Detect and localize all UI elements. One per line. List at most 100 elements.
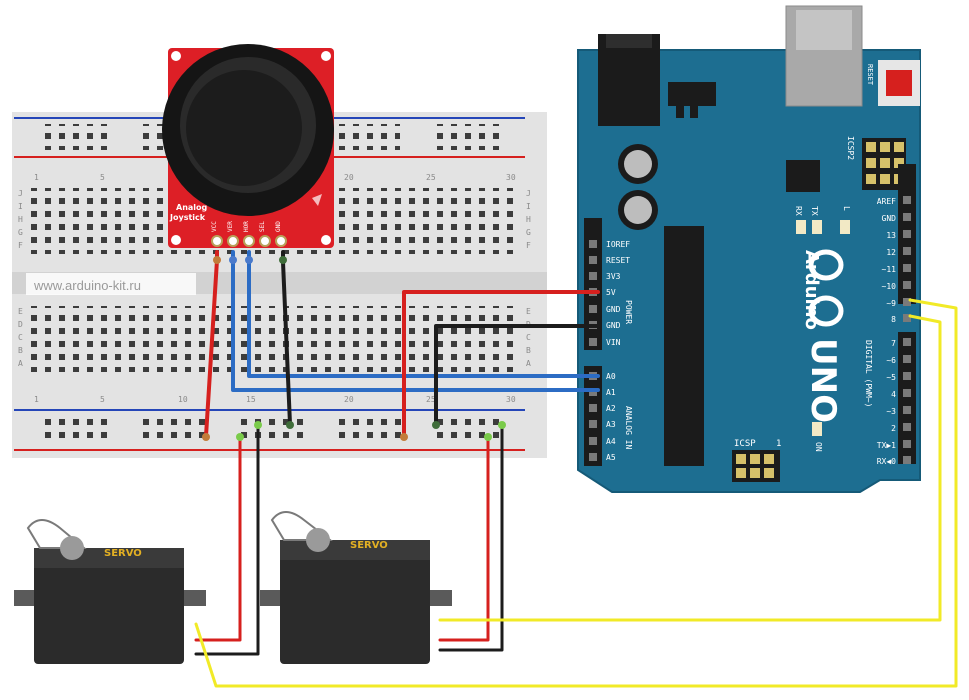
- l-label: L: [842, 206, 851, 211]
- svg-text:A1: A1: [606, 388, 616, 397]
- svg-text:J: J: [526, 189, 531, 198]
- terminal-strip-bottom: [30, 306, 520, 372]
- power-jack: [598, 34, 660, 126]
- svg-text:B: B: [526, 346, 531, 355]
- microcontroller-chip: [664, 226, 704, 466]
- svg-text:5: 5: [100, 395, 105, 404]
- wire-joystick-ver-a1: [231, 250, 600, 392]
- svg-text:IOREF: IOREF: [606, 240, 630, 249]
- svg-text:~9: ~9: [886, 299, 896, 308]
- svg-text:F: F: [526, 241, 531, 250]
- svg-text:13: 13: [886, 231, 896, 240]
- svg-text:HOR: HOR: [243, 221, 250, 232]
- reset-label: RESET: [866, 64, 874, 86]
- svg-text:G: G: [526, 228, 531, 237]
- flame-logo-icon: [312, 194, 322, 206]
- svg-text:30: 30: [506, 395, 516, 404]
- icsp-pin1-label: 1: [776, 439, 781, 449]
- wire-joystick-hor-a0: [247, 250, 600, 378]
- column-numbers-bottom: 1 5 10 15 20 25 30: [34, 395, 516, 404]
- servo-1-label: SERVO: [104, 548, 142, 559]
- svg-text:C: C: [18, 333, 23, 342]
- svg-text:A4: A4: [606, 437, 616, 446]
- svg-text:GND: GND: [275, 221, 282, 232]
- digital-header-bottom: [898, 332, 916, 464]
- analog-header: [584, 366, 602, 466]
- svg-text:3V3: 3V3: [606, 272, 621, 281]
- digital-pin-labels: AREF GND 13 12 ~11 ~10 ~9 8 7 ~6 ~5 4 ~3…: [877, 197, 896, 466]
- svg-text:12: 12: [886, 248, 896, 257]
- usb-chip: [786, 160, 820, 192]
- svg-text:VIN: VIN: [606, 338, 621, 347]
- svg-text:2: 2: [891, 424, 896, 433]
- wire-servo2-power: [438, 434, 490, 642]
- row-letters: J I H G F E D C B A J I H G F E D C B A: [18, 189, 531, 368]
- arduino-uno-board: RESET ICSP2 RX TX L Arduino UNO: [577, 5, 921, 493]
- tx-led: [812, 220, 822, 234]
- svg-text:1: 1: [34, 173, 39, 182]
- svg-text:I: I: [18, 202, 23, 211]
- wire-servo2-signal-pin8: [438, 314, 942, 622]
- servo-2-body: [280, 540, 430, 664]
- tx-label: TX: [810, 206, 819, 216]
- svg-text:J: J: [18, 189, 23, 198]
- usb-connector-inner: [796, 10, 852, 50]
- svg-text:RESET: RESET: [606, 256, 630, 265]
- svg-text:G: G: [18, 228, 23, 237]
- svg-text:GND: GND: [606, 321, 621, 330]
- power-section-label: POWER: [624, 300, 633, 324]
- rx-led: [796, 220, 806, 234]
- wire-servo1-signal-pin9: [194, 298, 958, 688]
- joystick-title-line1: Analog: [176, 203, 208, 212]
- power-header: [584, 218, 602, 350]
- svg-text:C: C: [526, 333, 531, 342]
- arduino-logo: Arduino UNO: [801, 249, 844, 423]
- svg-text:A: A: [526, 359, 531, 368]
- on-led: [812, 422, 822, 436]
- svg-text:RX◀0: RX◀0: [877, 457, 896, 466]
- svg-text:I: I: [526, 202, 531, 211]
- svg-text:GND: GND: [882, 214, 897, 223]
- servo-1: SERVO: [14, 519, 206, 664]
- icsp2-label: ICSP2: [846, 136, 855, 160]
- svg-text:A: A: [18, 359, 23, 368]
- l-led: [840, 220, 850, 234]
- svg-text:7: 7: [891, 339, 896, 348]
- watermark-text: www.arduino-kit.ru: [33, 278, 141, 293]
- wire-servo1-power: [194, 434, 242, 642]
- svg-text:TX▶1: TX▶1: [877, 441, 896, 450]
- wire-servo2-ground: [438, 422, 504, 652]
- arduino-brand-text: Arduino: [801, 250, 822, 330]
- svg-text:~10: ~10: [882, 282, 897, 291]
- rx-label: RX: [794, 206, 803, 216]
- svg-text:25: 25: [426, 395, 436, 404]
- servo-1-body: [34, 548, 184, 664]
- svg-text:D: D: [18, 320, 23, 329]
- svg-text:H: H: [18, 215, 23, 224]
- svg-text:GND: GND: [606, 305, 621, 314]
- voltage-regulator: [668, 82, 716, 106]
- analog-section-label: ANALOG IN: [624, 406, 633, 450]
- svg-text:5V: 5V: [606, 288, 616, 297]
- svg-text:20: 20: [344, 395, 354, 404]
- svg-text:AREF: AREF: [877, 197, 896, 206]
- svg-text:A5: A5: [606, 453, 616, 462]
- joystick-knob[interactable]: [186, 70, 302, 186]
- svg-text:A2: A2: [606, 404, 616, 413]
- servo-2-shaft: [306, 528, 330, 552]
- on-label: ON: [814, 442, 823, 452]
- svg-text:20: 20: [344, 173, 354, 182]
- wire-5v: [402, 290, 600, 438]
- servo-2-label: SERVO: [350, 540, 388, 551]
- svg-text:30: 30: [506, 173, 516, 182]
- servo-2: SERVO: [260, 511, 452, 664]
- servo-1-shaft: [60, 536, 84, 560]
- power-rail-bottom: [42, 418, 506, 444]
- svg-text:~6: ~6: [886, 356, 896, 365]
- svg-text:F: F: [18, 241, 23, 250]
- svg-text:1: 1: [34, 395, 39, 404]
- wire-gnd: [434, 324, 600, 426]
- icsp-label: ICSP: [734, 439, 756, 449]
- svg-text:E: E: [18, 307, 23, 316]
